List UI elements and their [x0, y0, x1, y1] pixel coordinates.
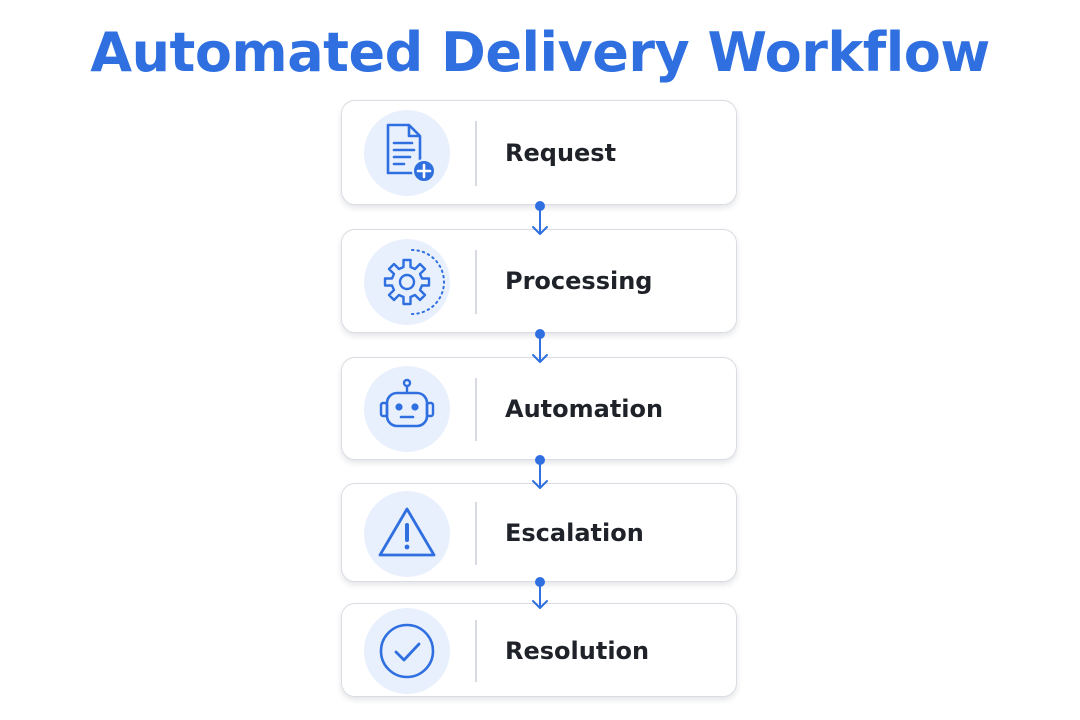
step-label-escalation: Escalation: [505, 519, 644, 547]
warning-icon: [378, 507, 436, 557]
diagram-title: Automated Delivery Workflow: [90, 21, 990, 84]
card-divider: [475, 620, 477, 682]
gear-icon: [383, 249, 445, 315]
step-label-request: Request: [505, 139, 617, 167]
card-divider: [475, 250, 477, 314]
robot-icon: [379, 378, 435, 428]
step-label-processing: Processing: [505, 267, 653, 295]
card-divider: [475, 502, 477, 565]
icon-badge: [364, 491, 450, 577]
step-label-resolution: Resolution: [505, 637, 650, 665]
card-divider: [475, 378, 477, 441]
check-circle-icon: [379, 623, 435, 679]
step-card-automation: Automation: [341, 357, 737, 460]
step-card-request: Request: [341, 100, 737, 205]
card-divider: [475, 121, 477, 186]
icon-badge: [364, 239, 450, 325]
document-add-icon: [386, 123, 436, 183]
step-card-escalation: Escalation: [341, 483, 737, 582]
icon-badge: [364, 110, 450, 196]
icon-badge: [364, 608, 450, 694]
step-card-processing: Processing: [341, 229, 737, 333]
step-label-automation: Automation: [505, 395, 664, 423]
step-card-resolution: Resolution: [341, 603, 737, 697]
icon-badge: [364, 366, 450, 452]
